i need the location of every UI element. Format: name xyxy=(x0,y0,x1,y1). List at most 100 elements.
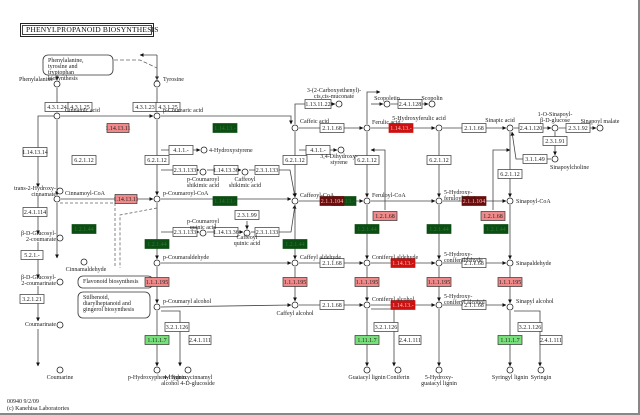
enzyme-box[interactable]: 1.1.1.195 xyxy=(426,277,452,287)
enzyme-box[interactable]: 1.2.1.68 xyxy=(480,211,506,221)
enzyme-box[interactable]: 4.1.1.- xyxy=(305,145,331,155)
compound-sinald[interactable]: Sinapaldehyde xyxy=(506,259,552,267)
enzyme-box[interactable]: 3.2.1.21 xyxy=(19,294,45,304)
compound-pcoual[interactable]: p-Coumaraldehyde xyxy=(153,255,209,267)
enzyme-box[interactable]: 1.1.1.195 xyxy=(144,277,170,287)
enzyme-box[interactable]: 1.2.1.68 xyxy=(372,211,398,221)
enzyme-box[interactable]: 6.2.1.12 xyxy=(426,155,452,165)
compound-guaiacyl[interactable]: Guaiacyl lignin xyxy=(348,366,386,381)
enzyme-box[interactable]: 3.2.1.126 xyxy=(373,322,399,332)
compound-5hglig[interactable]: 5-Hydroxy-guaiacyl lignin xyxy=(421,366,457,387)
enzyme-box[interactable]: 2.4.1.111 xyxy=(539,335,563,345)
compound-cinCoA[interactable]: Cinnamoyl-CoA xyxy=(53,191,106,203)
compound-5hconalc[interactable]: 5-Hydroxy-coniferyl alcohol xyxy=(435,294,485,309)
compound-bdg[interactable]: β-D-Glucosyl-2-coumarate xyxy=(21,231,64,243)
enzyme-box[interactable]: 2.4.1.114 xyxy=(22,207,48,217)
enzyme-box[interactable]: 6.2.1.12 xyxy=(354,155,380,165)
compound-pcouCoA[interactable]: p-Coumaroyl-CoA xyxy=(153,191,209,203)
enzyme-box[interactable]: 1.1.1.195 xyxy=(282,277,308,287)
compound-coniferin[interactable]: Coniferin xyxy=(387,366,410,381)
enzyme-box[interactable]: 2.4.1.111 xyxy=(188,335,212,345)
enzyme-box[interactable]: 1.2.1.44 xyxy=(483,224,509,234)
compound-caf[interactable]: Caffeic acid xyxy=(291,118,329,132)
enzyme-box[interactable]: 2.4.1.120 xyxy=(518,123,544,133)
map-link-map-flav[interactable]: Flavonoid biosynthesis xyxy=(77,275,154,289)
enzyme-box[interactable]: 1.2.1.44 xyxy=(144,239,170,249)
compound-phlig[interactable]: p-Hydroxyphenyl lignin xyxy=(128,366,186,381)
enzyme-box[interactable]: 1.14.13.11 xyxy=(113,194,139,204)
compound-phe[interactable]: Phenylalanine xyxy=(19,77,61,88)
compound-ferCoA[interactable]: Feruloyl-CoA xyxy=(363,193,406,205)
compound-scopolin[interactable]: Scopolin xyxy=(421,96,443,108)
enzyme-box[interactable]: 6.2.1.12 xyxy=(71,155,97,165)
enzyme-box[interactable]: 4.1.1.- xyxy=(168,145,194,155)
compound-coumarine[interactable]: Coumarine xyxy=(47,366,74,381)
compound-5hf[interactable]: 5-Hydroxyferulic acid xyxy=(392,115,446,132)
compound-sinchol[interactable]: Sinapoylcholine xyxy=(550,155,589,171)
enzyme-box[interactable]: 2.3.1.91 xyxy=(542,136,568,146)
compound-cct[interactable]: 3-(2-Carboxyethenyl)-cis,cis-muconate xyxy=(307,87,361,108)
compound-tyr[interactable]: Tyrosine xyxy=(153,77,184,88)
enzyme-box[interactable]: 2.3.1.99 xyxy=(234,210,260,220)
compound-5hconald[interactable]: 5-Hydroxy-coniferaldehyde xyxy=(435,252,483,267)
enzyme-box[interactable]: 1.1.1.195 xyxy=(354,277,380,287)
enzyme-box[interactable]: 3.2.1.126 xyxy=(164,322,190,332)
enzyme-box[interactable]: 2.3.1.133 xyxy=(172,165,198,175)
enzyme-box[interactable]: 1.14.13.- xyxy=(212,196,238,206)
enzyme-box[interactable]: 2.4.1.111 xyxy=(398,335,422,345)
enzyme-box[interactable]: 2.1.1.68 xyxy=(461,300,487,310)
compound-pcoualc[interactable]: p-Coumaryl alcohol xyxy=(153,299,211,311)
compound-hstyr[interactable]: 4-Hydroxystyrene xyxy=(200,146,253,154)
compound-coumarinate[interactable]: Coumarinate xyxy=(25,321,64,329)
enzyme-box[interactable]: 1.14.13.- xyxy=(388,123,414,133)
enzyme-box[interactable]: 2.1.1.68 xyxy=(319,258,345,268)
compound-scopoletin[interactable]: Scopoletin xyxy=(374,96,400,108)
enzyme-box[interactable]: 1.14.13.36 xyxy=(213,165,239,175)
enzyme-box[interactable]: 2.3.1.92 xyxy=(565,123,591,133)
enzyme-box[interactable]: 1.11.1.7 xyxy=(354,335,380,345)
enzyme-box[interactable]: 1.2.1.44 xyxy=(426,224,452,234)
enzyme-box[interactable]: 1.13.11.22 xyxy=(304,99,332,109)
compound-sinalc[interactable]: Sinapyl alcohol xyxy=(506,299,554,311)
enzyme-box[interactable]: 2.1.1.68 xyxy=(461,123,487,133)
compound-5hfCoA[interactable]: 5-Hydroxy-feruloyl-CoA xyxy=(435,190,477,205)
enzyme-box[interactable]: 2.1.1.68 xyxy=(319,123,345,133)
compound-sin[interactable]: Sinapic acid xyxy=(485,118,515,132)
map-link-map-phe[interactable]: Phenylalanine,tyrosine andtryptophanbios… xyxy=(42,54,114,82)
enzyme-box[interactable]: 4.3.1.25 xyxy=(67,102,93,112)
enzyme-box[interactable]: 2.3.1.133 xyxy=(172,227,198,237)
enzyme-box[interactable]: 2.1.1.68 xyxy=(319,300,345,310)
compound-conald[interactable]: Coniferyl aldehyde xyxy=(363,254,418,267)
enzyme-box[interactable]: 2.1.1.104 xyxy=(461,196,487,206)
enzyme-box[interactable]: 6.2.1.12 xyxy=(497,169,523,179)
enzyme-box[interactable]: 1.11.1.7 xyxy=(497,335,523,345)
compound-cafCoA[interactable]: Caffeoyl-CoA xyxy=(291,192,335,205)
compound-cin[interactable]: Cinnamic acid xyxy=(53,108,100,120)
enzyme-box[interactable]: 1.1.1.195 xyxy=(497,277,523,287)
compound-pcou[interactable]: p-Coumaric acid xyxy=(153,108,203,120)
enzyme-box[interactable]: 1.14.13.14 xyxy=(22,147,48,157)
enzyme-box[interactable]: 3.2.1.126 xyxy=(517,322,543,332)
compound-cafald[interactable]: Caffeyl aldehyde xyxy=(291,254,341,267)
compound-sinCoA[interactable]: Sinapoyl-CoA xyxy=(506,197,551,205)
compound-cafalc[interactable]: Caffeyl alcohol xyxy=(276,301,314,317)
enzyme-box[interactable]: 3.1.1.49 xyxy=(522,154,548,164)
enzyme-box[interactable]: 6.2.1.12 xyxy=(282,155,308,165)
enzyme-box[interactable]: 1.14.13.- xyxy=(390,258,416,268)
compound-sinmal[interactable]: Sinapoyl malate xyxy=(581,119,620,132)
enzyme-box[interactable]: 1.2.1.44 xyxy=(354,224,380,234)
compound-syringin[interactable]: Syringin xyxy=(531,366,552,381)
compound-bdg2[interactable]: β-D-Glucosyl-2-coumarinate xyxy=(21,275,64,287)
enzyme-box[interactable]: 4.3.1.25 xyxy=(155,102,181,112)
enzyme-box[interactable]: 5.2.1.- xyxy=(20,250,44,260)
enzyme-box[interactable]: 1.14.13.- xyxy=(212,123,238,133)
enzyme-box[interactable]: 1.14.13.36 xyxy=(213,227,239,237)
enzyme-box[interactable]: 2.1.1.68 xyxy=(461,258,487,268)
compound-singlc[interactable]: 1-O-Sinapoyl-β-D-glucose xyxy=(538,112,573,132)
enzyme-box[interactable]: 1.2.1.44 xyxy=(282,239,308,249)
